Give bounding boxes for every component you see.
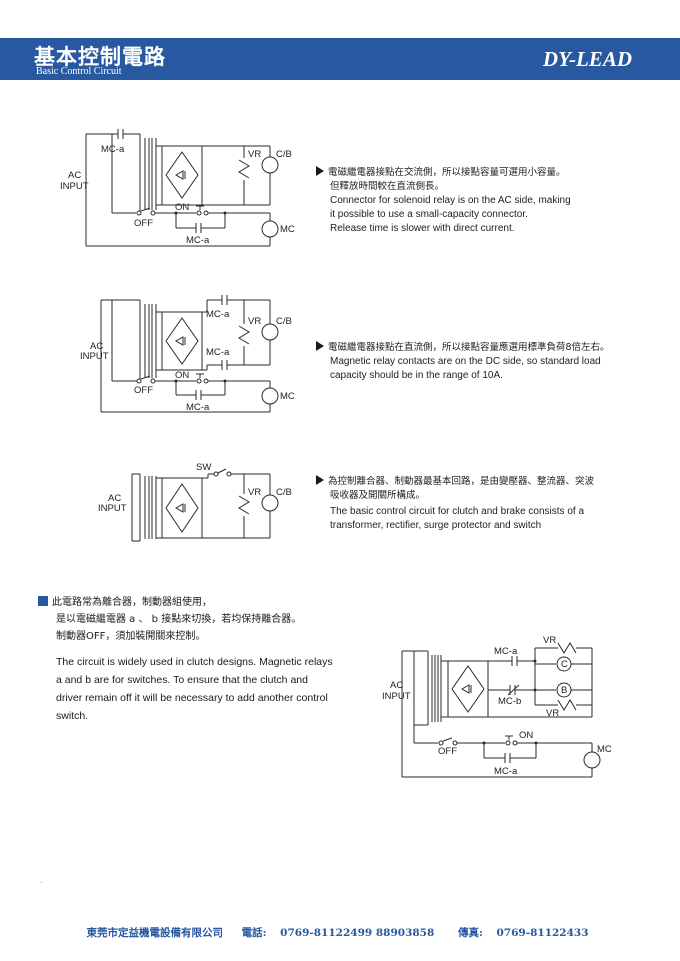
note-1: 電磁繼電器接點在交流側，所以接點容量可選用小容量。 但釋放時間較在直流側長。 C…	[316, 166, 616, 236]
c2-label-ac: AC	[90, 341, 103, 352]
c3-label-ac: AC	[108, 493, 121, 504]
c2-label-cb: C/B	[276, 316, 292, 327]
c1-label-mc: MC	[280, 224, 295, 235]
note-3-zh-line-1: 為控制離合器、制動器最基本回路，是由變壓器、整流器、突波	[328, 476, 595, 487]
c2-label-input: INPUT	[80, 351, 109, 362]
page-title-en: Basic Control Circuit	[36, 66, 122, 77]
section4-zh-line-1: 此電路常為離合器，制動器組使用，	[52, 597, 212, 608]
c2-label-mc-a-top: MC-a	[206, 309, 230, 320]
c2-label-mc: MC	[280, 391, 295, 402]
note-3-en-line-2: transformer, rectifier, surge protector …	[330, 520, 542, 531]
c4-label-mc-b: MC-b	[498, 696, 521, 707]
decorative-dot: ·	[40, 878, 43, 887]
section-4-text: 此電路常為離合器，制動器組使用， 是以電磁繼電器 a 、 b 接點來切換，若均保…	[38, 594, 358, 725]
note-2-en-line-2: capacity should be in the range of 10A.	[330, 370, 503, 381]
section4-en-line-2: a and b are for switches. To ensure that…	[56, 674, 308, 686]
note-3-en-line-1: The basic control circuit for clutch and…	[330, 506, 585, 517]
note-1-en-line-1: Connector for solenoid relay is on the A…	[330, 195, 571, 206]
c3-label-cb: C/B	[276, 487, 292, 498]
note-2-en-line-1: Magnetic relay contacts are on the DC si…	[330, 356, 601, 367]
c3-label-sw: SW	[196, 462, 211, 473]
header-banner: 基本控制電路 Basic Control Circuit DY-LEAD	[0, 38, 680, 80]
c2-label-mc-a-mid: MC-a	[206, 347, 230, 358]
footer-tel-label: 電話:	[241, 927, 267, 939]
c1-label-vr: VR	[248, 149, 261, 160]
c4-label-off: OFF	[438, 746, 457, 757]
c2-label-vr: VR	[248, 316, 261, 327]
section4-en-line-4: switch.	[56, 710, 89, 722]
c3-label-vr: VR	[248, 487, 261, 498]
arrow-right-icon	[316, 166, 324, 176]
c1-label-mc-a-bottom: MC-a	[186, 235, 210, 246]
c2-label-on: ON	[175, 370, 189, 381]
c1-label-cb: C/B	[276, 149, 292, 160]
page-title-zh: 基本控制電路	[34, 44, 166, 69]
c4-label-vr-bottom: VR	[546, 708, 559, 719]
c1-label-on: ON	[175, 202, 189, 213]
footer-company: 東莞市定益機電設備有限公司	[86, 927, 223, 939]
section4-zh-line-2: 是以電磁繼電器 a 、 b 接點來切換，若均保持離合器。	[56, 614, 302, 625]
footer-fax: 0769-81122433	[496, 927, 589, 939]
c4-label-b: B	[561, 685, 567, 696]
c2-label-off: OFF	[134, 385, 153, 396]
c1-label-off: OFF	[134, 218, 153, 229]
c4-label-input: INPUT	[382, 691, 411, 702]
note-3: 為控制離合器、制動器最基本回路，是由變壓器、整流器、突波 吸收器及開關所構成。 …	[316, 475, 646, 533]
note-1-en-line-2: it possible to use a small-capacity conn…	[330, 209, 528, 220]
note-1-en-line-3: Release time is slower with direct curre…	[330, 223, 515, 234]
footer-fax-label: 傳真:	[457, 927, 483, 939]
c4-label-mc-a-bottom: MC-a	[494, 766, 518, 777]
c4-label-mc: MC	[597, 744, 612, 755]
section4-en-line-1: The circuit is widely used in clutch des…	[56, 656, 333, 668]
note-3-zh-line-2: 吸收器及開關所構成。	[330, 490, 426, 501]
footer-tel: 0769-81122499 88903858	[280, 927, 435, 939]
note-1-zh-line-1: 電磁繼電器接點在交流側，所以接點容量可選用小容量。	[328, 167, 566, 178]
note-2-zh-line-1: 電磁繼電器接點在直流側，所以接點容量應選用標準負荷8倍左右。	[328, 342, 610, 353]
c1-label-ac: AC	[68, 170, 81, 181]
c4-label-vr-top: VR	[543, 635, 556, 646]
c1-label-input: INPUT	[60, 181, 89, 192]
c4-label-ac: AC	[390, 680, 403, 691]
brand-logo-text: DY-LEAD	[542, 47, 632, 71]
square-bullet-icon	[38, 596, 48, 606]
arrow-right-icon	[316, 341, 324, 351]
c2-label-mc-a-bottom: MC-a	[186, 402, 210, 413]
footer-contact: 東莞市定益機電設備有限公司 電話: 0769-81122499 88903858…	[0, 925, 680, 940]
c3-label-input: INPUT	[98, 503, 127, 514]
c1-label-mc-a: MC-a	[101, 144, 125, 155]
c4-label-on: ON	[519, 730, 533, 741]
c4-label-c: C	[561, 659, 568, 670]
note-2: 電磁繼電器接點在直流側，所以接點容量應選用標準負荷8倍左右。 Magnetic …	[316, 341, 656, 383]
note-1-zh-line-2: 但釋放時間較在直流側長。	[330, 181, 445, 192]
c4-label-mc-a-top: MC-a	[494, 646, 518, 657]
section4-zh-line-3: 制動器OFF，須加裝開關來控制。	[56, 631, 206, 642]
arrow-right-icon	[316, 475, 324, 485]
section4-en-line-3: driver remain off it will be necessary t…	[56, 692, 328, 704]
